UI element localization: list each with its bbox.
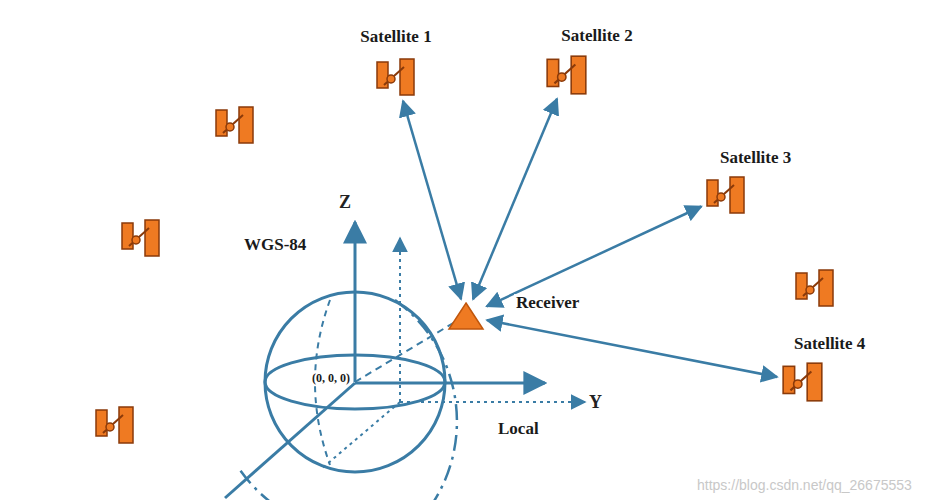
satellite-label: Satellite 4	[792, 335, 867, 354]
frame-label: WGS-84	[244, 236, 306, 255]
receiver-label: Receiver	[514, 294, 581, 313]
satellite-node: Satellite 2	[544, 54, 590, 96]
watermark: https://blog.csdn.net/qq_26675553	[697, 478, 912, 493]
satellite-icon	[796, 270, 833, 306]
origin-label: (0, 0, 0)	[311, 372, 351, 385]
satellite-icon	[544, 54, 590, 96]
satellite-icon	[96, 407, 133, 443]
satellite-icon	[374, 56, 418, 98]
satellite-node: Satellite 3	[704, 174, 748, 216]
satellite-icon	[704, 174, 748, 216]
satellite-icon	[216, 107, 253, 143]
frame-label: Local	[498, 420, 539, 439]
satellite-label: Satellite 2	[559, 27, 634, 46]
satellite-icon	[780, 361, 826, 403]
signal-arrow	[473, 99, 557, 299]
receiver-triangle	[448, 302, 484, 330]
signal-arrow	[487, 207, 702, 307]
signal-arrow	[403, 101, 461, 299]
receiver-node: Receiver	[448, 302, 484, 330]
satellite-node: Satellite 1	[374, 56, 418, 98]
satellite-icon	[122, 220, 159, 256]
axis-label: Y	[589, 393, 602, 413]
satellite-node: Satellite 4	[780, 361, 826, 403]
axis-label: Z	[339, 193, 351, 213]
signal-arrow	[487, 320, 777, 377]
satellite-label: Satellite 3	[718, 149, 793, 168]
satellite-label: Satellite 1	[358, 28, 433, 47]
